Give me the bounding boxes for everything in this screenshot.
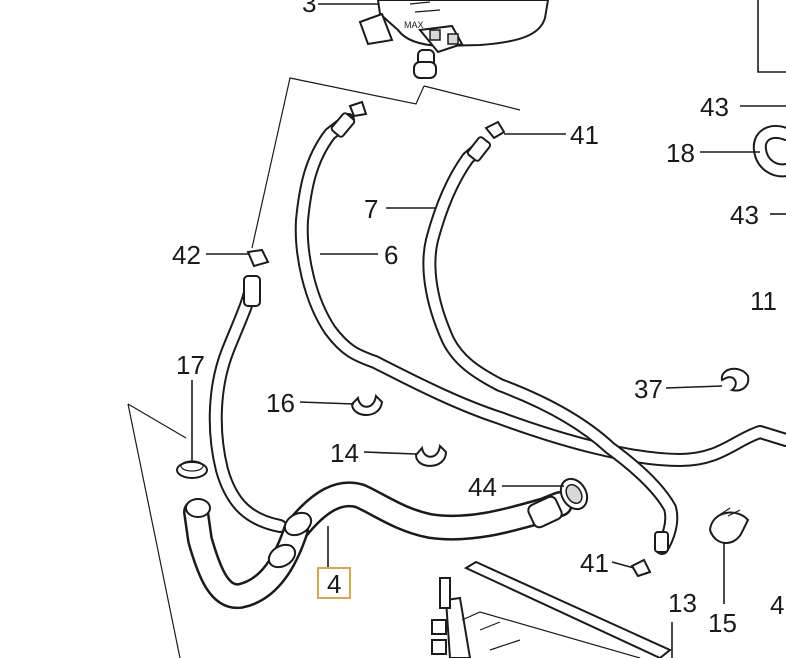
callout-41-top: 41 — [570, 120, 599, 150]
detail-box-edge — [757, 0, 786, 73]
hose-42-line — [208, 275, 287, 533]
callout-4-edge: 4 — [770, 590, 784, 620]
callout-13: 13 — [668, 588, 697, 618]
clamp-17 — [176, 460, 208, 479]
callout-7: 7 — [364, 194, 378, 224]
callout-14: 14 — [330, 438, 359, 468]
clip-41-top — [484, 120, 506, 140]
callout-11: 11 — [750, 286, 777, 316]
expansion-tank: MAX — [358, 0, 550, 79]
callout-3: 3 — [302, 0, 316, 18]
hose-4 — [183, 481, 573, 610]
leader-lines — [191, 3, 786, 658]
guide-lines — [127, 77, 521, 658]
clamp-16 — [350, 393, 384, 416]
part-18 — [752, 125, 786, 178]
clip-41-bottom — [630, 558, 652, 578]
callout-43-mid: 43 — [730, 200, 759, 230]
callout-6: 6 — [384, 240, 398, 270]
callout-41-bottom: 41 — [580, 548, 609, 578]
radiator — [431, 560, 672, 658]
clamp-14 — [414, 443, 448, 467]
clamp-44 — [559, 477, 589, 511]
callout-4: 4 — [327, 569, 341, 599]
callout-37: 37 — [634, 374, 663, 404]
clip-42 — [246, 248, 270, 268]
callout-17: 17 — [176, 350, 205, 380]
callout-42: 42 — [172, 240, 201, 270]
callout-44: 44 — [468, 472, 497, 502]
hose-6 — [294, 112, 786, 467]
callout-labels: 3 43 41 18 7 43 42 6 11 17 37 16 14 44 4… — [172, 0, 784, 638]
hose-7 — [422, 136, 679, 555]
callout-16: 16 — [266, 388, 295, 418]
clip-top — [348, 100, 368, 118]
clip-15 — [708, 507, 750, 544]
clip-37 — [720, 367, 750, 392]
callout-4-highlight-box — [317, 567, 351, 599]
callout-18: 18 — [666, 138, 695, 168]
callout-43-top: 43 — [700, 92, 729, 122]
callout-15: 15 — [708, 608, 737, 638]
tank-max-mark: MAX — [404, 20, 424, 30]
